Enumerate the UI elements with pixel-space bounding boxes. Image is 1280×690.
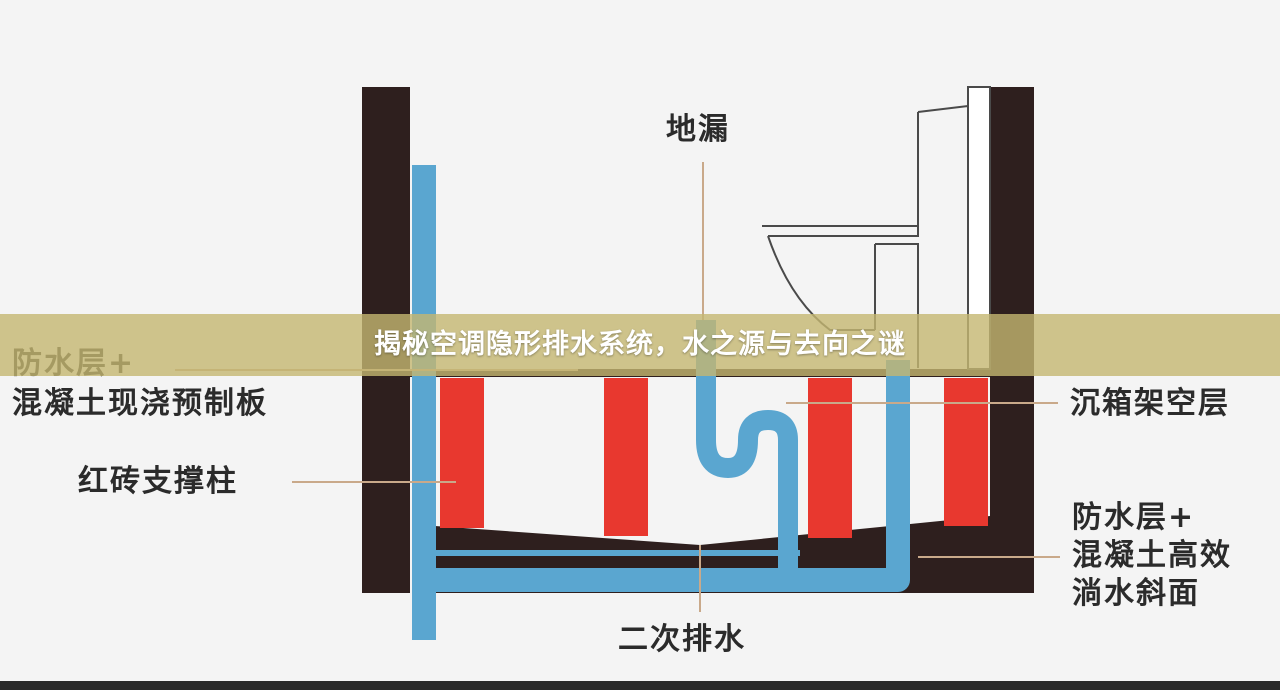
label-waterproof-left-2: 混凝土现浇预制板: [12, 386, 268, 421]
label-waterproof-right-3: 淌水斜面: [1072, 576, 1200, 611]
label-waterproof-right-2: 混凝土高效: [1072, 538, 1232, 573]
label-secondary-drain: 二次排水: [618, 622, 746, 657]
bottom-bar: [0, 681, 1280, 690]
label-sink-box-space: 沉箱架空层: [1070, 386, 1230, 421]
page-title: 揭秘空调隐形排水系统，水之源与去向之谜: [374, 329, 906, 360]
brick-column-3: [808, 378, 852, 538]
title-band: [0, 314, 1280, 376]
brick-column-2: [604, 378, 648, 536]
label-brick-support: 红砖支撑柱: [78, 464, 238, 499]
brick-column-4: [944, 378, 988, 526]
label-floor-drain: 地漏: [666, 112, 730, 147]
brick-column-1: [440, 378, 484, 528]
label-waterproof-right-1: 防水层+: [1072, 500, 1196, 535]
drain-pipes: [412, 165, 910, 640]
